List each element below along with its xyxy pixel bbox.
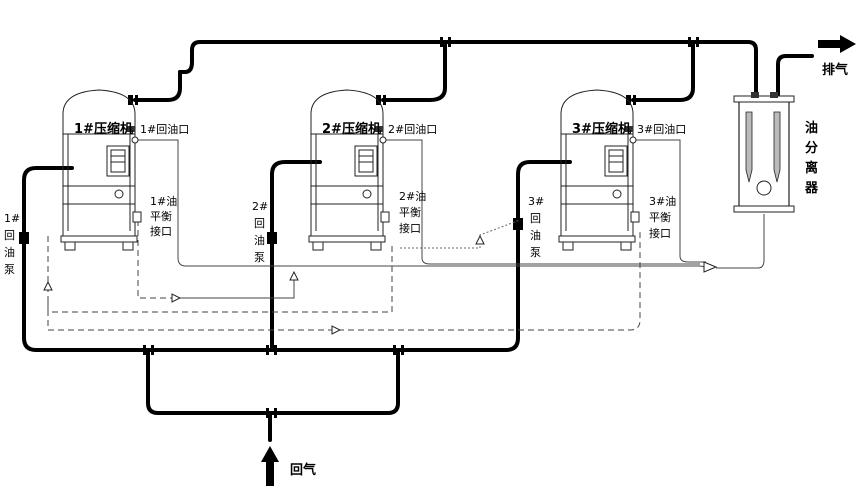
compressor-2-icon xyxy=(308,89,386,251)
oil-return-line-3 xyxy=(633,139,706,263)
oil-port-icon xyxy=(379,136,387,144)
fitting-icon xyxy=(274,408,277,418)
oil-balance-line xyxy=(47,236,393,313)
oil-pump-2-label: 泵 xyxy=(254,251,265,264)
suction-loop-1 xyxy=(22,166,272,352)
fitting-icon xyxy=(274,345,277,355)
check-valve-icon xyxy=(331,325,342,335)
oil-pump-1-label: 泵 xyxy=(4,263,15,276)
oil-pump-3-label: 油 xyxy=(530,228,541,242)
suction-label: 回气 xyxy=(290,462,316,478)
fitting-icon xyxy=(383,95,386,105)
balance-port-icon xyxy=(380,211,390,223)
discharge-header-pipe xyxy=(178,40,758,97)
discharge-riser-1 xyxy=(133,70,182,102)
suction-loop-3 xyxy=(268,160,572,352)
fitting-icon xyxy=(128,95,133,105)
compressor-3-icon xyxy=(558,89,636,251)
balance-port-3-label: 3#油 xyxy=(649,194,676,208)
oil-separator-label: 离 xyxy=(805,160,818,176)
oil-pump-1-label: 1# xyxy=(4,212,20,225)
fitting-icon xyxy=(401,345,404,355)
fitting-icon xyxy=(393,345,396,355)
compressor-1-label: 1#压缩机 xyxy=(74,121,133,137)
oil-pump-2-label: 回 xyxy=(254,217,265,230)
oil-balance-line xyxy=(400,219,521,249)
suction-loop-2 xyxy=(270,160,322,352)
check-valve-icon xyxy=(475,234,485,245)
balance-port-icon xyxy=(630,211,640,223)
oil-return-line-1 xyxy=(135,139,713,269)
balance-port-1-label: 平衡 xyxy=(150,210,172,223)
oil-pump-1-label: 油 xyxy=(4,245,15,259)
oil-separator-label: 油 xyxy=(805,120,818,136)
balance-port-2-label: 2#油 xyxy=(399,189,426,203)
fitting-icon xyxy=(696,37,699,47)
oil-pump-3-icon xyxy=(513,218,523,230)
discharge-riser-3 xyxy=(631,40,695,102)
discharge-arrow-icon xyxy=(818,35,856,53)
compressor-2-label: 2#压缩机 xyxy=(322,121,381,137)
oil-pump-2-icon xyxy=(267,232,277,244)
discharge-riser-2 xyxy=(381,40,447,102)
fitting-icon xyxy=(143,345,146,355)
compressor-1-icon xyxy=(60,89,138,251)
oil-balance-line xyxy=(180,274,295,299)
fitting-icon xyxy=(688,37,691,47)
oil-pump-2-label: 2# xyxy=(252,200,268,213)
balance-port-1-label: 接口 xyxy=(150,225,172,238)
fitting-icon xyxy=(633,95,636,105)
oil-return-port-1-label: 1#回油口 xyxy=(140,122,189,136)
check-valve-icon xyxy=(171,293,182,303)
check-valve-icon xyxy=(289,270,299,281)
fitting-icon xyxy=(440,37,443,47)
oil-balance-line xyxy=(47,232,641,331)
balance-port-2-label: 平衡 xyxy=(399,206,421,219)
suction-manifold xyxy=(146,348,400,415)
fitting-icon xyxy=(376,95,381,105)
oil-separator-label: 器 xyxy=(804,181,819,196)
balance-port-3-label: 接口 xyxy=(649,227,671,240)
separator-drain-line xyxy=(716,214,765,269)
balance-port-1-label: 1#油 xyxy=(150,194,177,208)
oil-pump-3-label: 3# xyxy=(528,195,544,208)
oil-return-port-3-label: 3#回油口 xyxy=(637,122,686,136)
oil-port-icon xyxy=(131,136,139,144)
oil-pump-1-label: 回 xyxy=(4,229,15,242)
oil-return-port-2-label: 2#回油口 xyxy=(388,122,437,136)
discharge-label: 排气 xyxy=(822,62,848,78)
oil-balance-line-1 xyxy=(137,220,175,299)
oil-pump-2-label: 油 xyxy=(254,233,265,247)
fitting-icon xyxy=(626,95,631,105)
oil-separator-label: 分 xyxy=(805,140,818,156)
oil-return-line-2 xyxy=(383,139,700,265)
fitting-icon xyxy=(266,345,269,355)
oil-pump-3-label: 回 xyxy=(530,212,541,225)
check-valve-icon xyxy=(43,280,53,291)
fitting-icon xyxy=(151,345,154,355)
check-valve-icon xyxy=(703,261,718,273)
oil-port-icon xyxy=(629,136,637,144)
balance-port-icon xyxy=(132,211,142,223)
compressor-3-label: 3#压缩机 xyxy=(572,121,631,137)
suction-arrow-icon xyxy=(261,446,279,486)
fitting-icon xyxy=(448,37,451,47)
fitting-icon xyxy=(135,95,138,105)
fitting-icon xyxy=(266,408,269,418)
oil-pump-1-icon xyxy=(19,232,29,244)
balance-port-3-label: 平衡 xyxy=(649,211,671,224)
oil-pump-3-label: 泵 xyxy=(530,246,541,259)
balance-port-2-label: 接口 xyxy=(399,222,421,235)
oil-separator-icon xyxy=(733,92,795,213)
separator-outlet-pipe xyxy=(776,54,814,97)
